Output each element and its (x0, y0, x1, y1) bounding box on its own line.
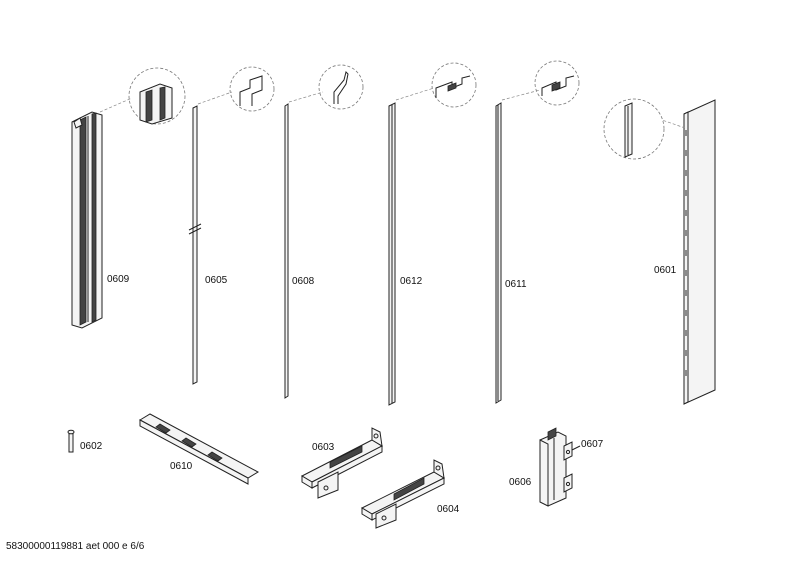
part-0607-hinge-plate[interactable] (547, 427, 573, 493)
part-0610-angle-profile[interactable] (138, 413, 260, 485)
part-0601-panel[interactable] (683, 99, 716, 405)
label-0604: 0604 (437, 504, 460, 515)
label-0603: 0603 (312, 442, 335, 453)
part-0609-profile-rail[interactable] (71, 111, 103, 329)
document-footer-id: 58300000119881 aet 000 e 6/6 (6, 541, 145, 552)
label-0607: 0607 (581, 439, 604, 450)
label-0612: 0612 (400, 276, 423, 287)
detail-0612 (395, 62, 477, 108)
part-0612-strip[interactable] (388, 102, 396, 406)
detail-0609 (99, 67, 186, 125)
part-0606-hinge-block[interactable] (539, 431, 567, 507)
label-0605: 0605 (205, 275, 228, 286)
detail-0608 (288, 64, 364, 110)
label-0611: 0611 (505, 279, 527, 290)
part-0603-bracket[interactable] (300, 427, 384, 499)
detail-0601 (603, 98, 686, 160)
detail-0605 (197, 66, 275, 112)
label-0606: 0606 (509, 477, 532, 488)
label-0610: 0610 (170, 461, 193, 472)
part-0611-strip[interactable] (495, 102, 502, 404)
part-0602-pin[interactable] (67, 429, 75, 453)
part-0608-strip[interactable] (284, 103, 289, 399)
label-0601: 0601 (654, 265, 677, 276)
label-0602: 0602 (80, 441, 103, 452)
part-0604-bracket[interactable] (360, 459, 446, 529)
detail-0611 (501, 60, 580, 106)
label-0609: 0609 (107, 274, 130, 285)
label-0608: 0608 (292, 276, 315, 287)
part-0605-strip[interactable] (188, 105, 202, 385)
